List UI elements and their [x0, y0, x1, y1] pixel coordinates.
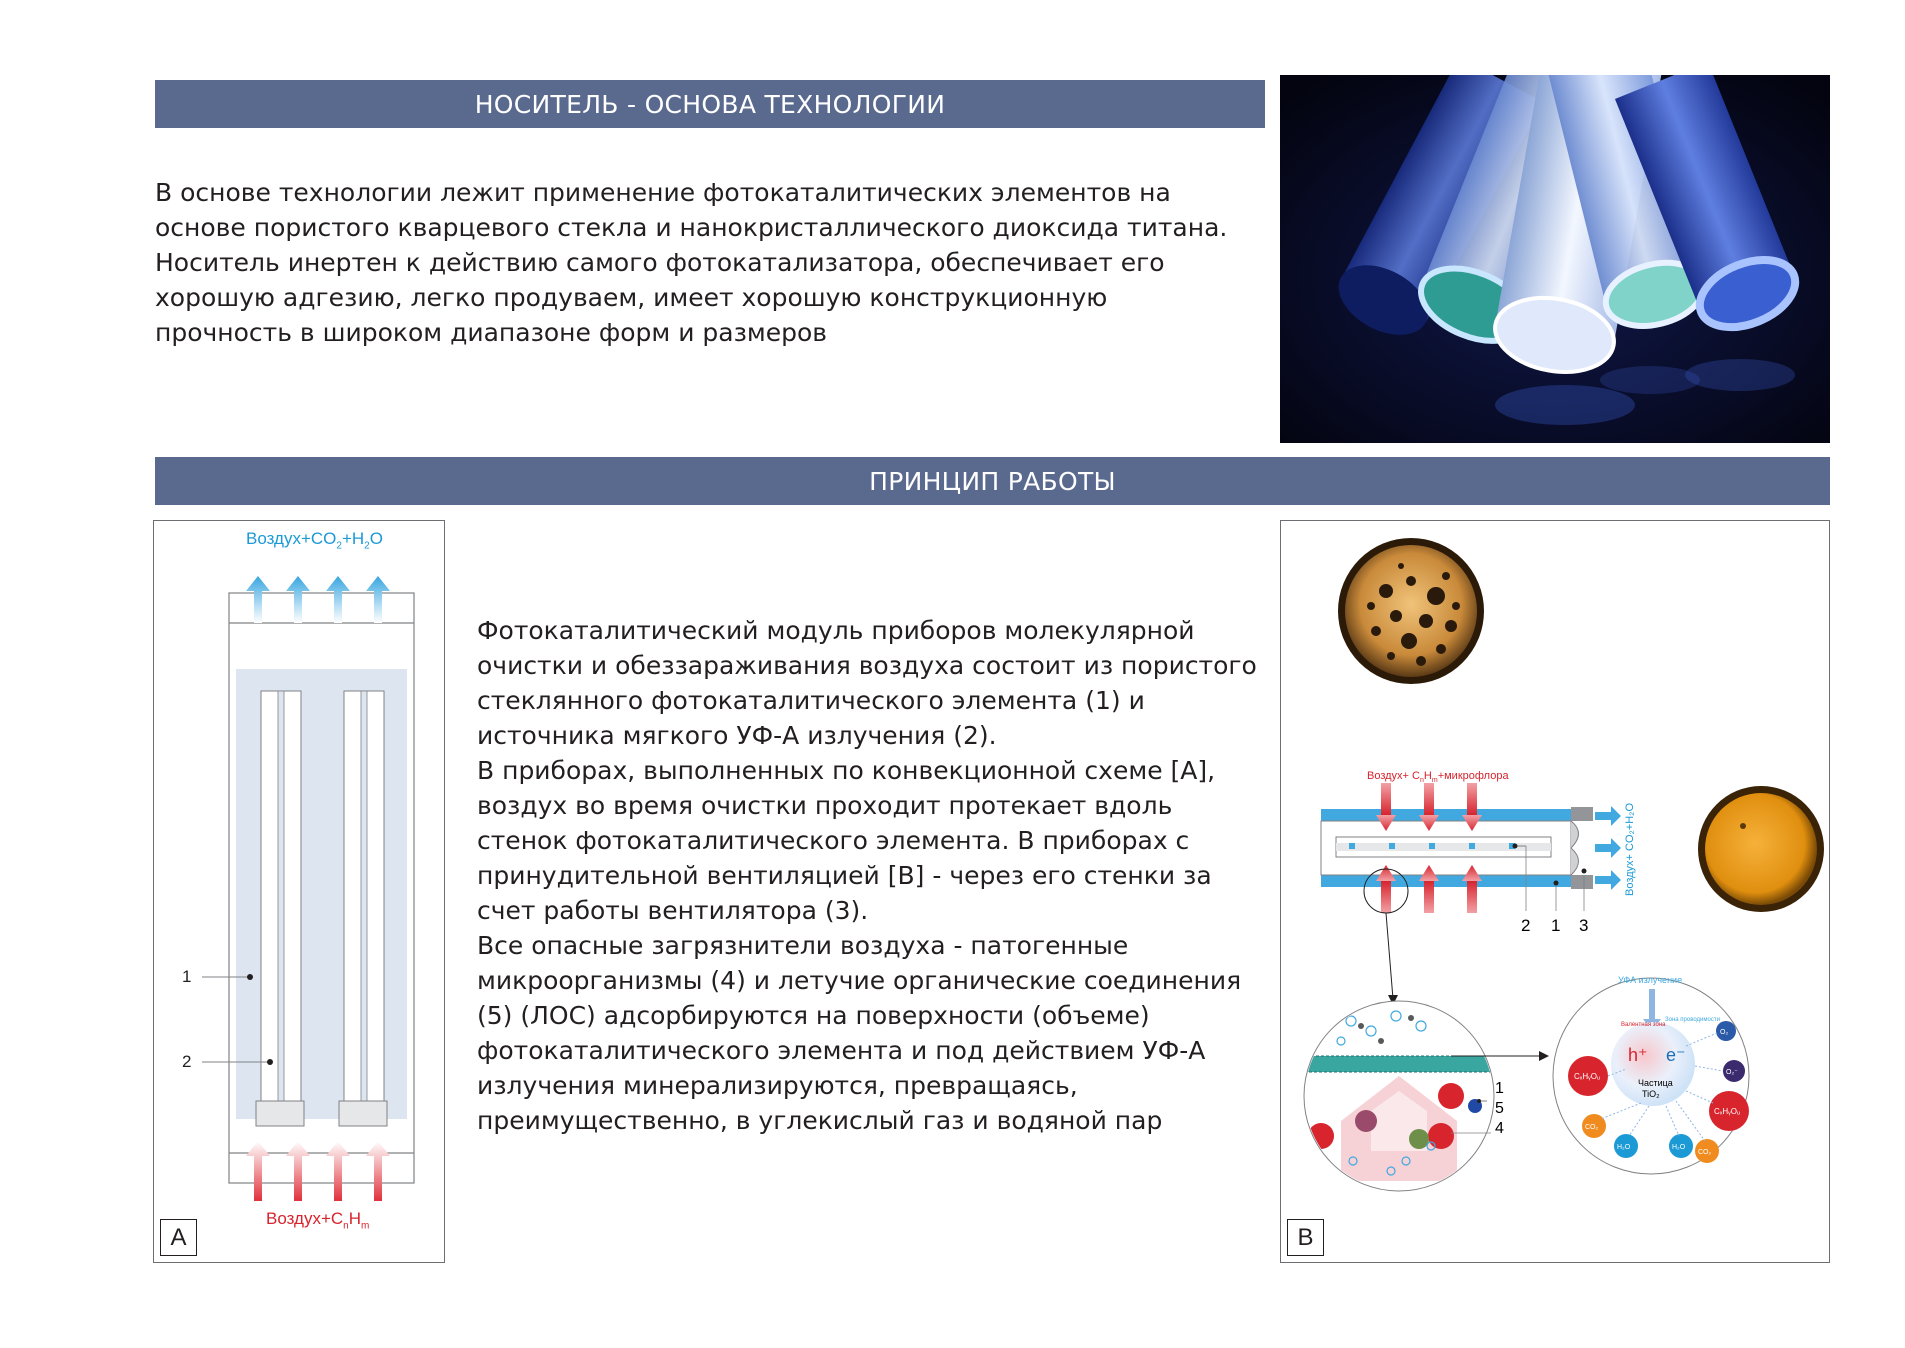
svg-text:H₂O: H₂O	[1672, 1144, 1686, 1151]
section-title-principle: ПРИНЦИП РАБОТЫ	[155, 457, 1830, 505]
part-number-2: 2	[182, 1052, 192, 1071]
porous-glass-tubes-photo	[1280, 75, 1830, 443]
section-title-principle-text: ПРИНЦИП РАБОТЫ	[869, 466, 1116, 496]
diagram-b-forced-ventilation: Воздух+ CnHm+микрофлора	[1280, 520, 1830, 1263]
svg-text:CO₂: CO₂	[1698, 1149, 1712, 1156]
tubes-illustration	[1280, 75, 1830, 443]
principle-paragraph: Фотокаталитический модуль приборов молек…	[477, 616, 1257, 1135]
svg-text:CₓHᵧOᵤ: CₓHᵧOᵤ	[1714, 1107, 1740, 1116]
inflow-caption: Воздух+CnHm	[266, 1209, 370, 1232]
section-title-carrier-text: НОСИТЕЛЬ - ОСНОВА ТЕХНОЛОГИИ	[474, 89, 946, 119]
diagram-a-drawing	[202, 576, 415, 1201]
diagram-b-drawing: Воздух+ CnHm+микрофлора	[1303, 538, 1824, 1192]
svg-text:e⁻: e⁻	[1666, 1045, 1686, 1065]
svg-text:УФА излучение: УФА излучение	[1618, 975, 1682, 985]
svg-text:4: 4	[1495, 1120, 1504, 1137]
section-title-carrier: НОСИТЕЛЬ - ОСНОВА ТЕХНОЛОГИИ	[155, 80, 1265, 128]
intro-paragraph: В основе технологии лежит применение фот…	[155, 178, 1228, 347]
svg-text:Частица: Частица	[1638, 1078, 1673, 1088]
svg-text:3: 3	[1579, 916, 1588, 935]
svg-text:Воздух+ CO₂+H₂O: Воздух+ CO₂+H₂O	[1624, 803, 1636, 896]
svg-text:Валентная зона: Валентная зона	[1621, 1022, 1666, 1028]
svg-text:h⁺: h⁺	[1628, 1045, 1648, 1065]
svg-text:H₂O: H₂O	[1617, 1144, 1631, 1151]
svg-text:1: 1	[1551, 916, 1560, 935]
svg-text:O₂⁻: O₂⁻	[1726, 1069, 1738, 1076]
svg-text:TiO₂: TiO₂	[1642, 1089, 1660, 1099]
diagram-b-label: B	[1287, 1219, 1324, 1256]
svg-text:Зона проводимости: Зона проводимости	[1665, 1017, 1720, 1023]
diagram-a-label: A	[160, 1219, 197, 1256]
svg-text:O₂: O₂	[1720, 1029, 1728, 1036]
svg-text:Воздух+ CnHm+микрофлора: Воздух+ CnHm+микрофлора	[1367, 770, 1509, 784]
svg-text:2: 2	[1521, 916, 1530, 935]
part-number-1: 1	[182, 967, 192, 986]
svg-text:1: 1	[1495, 1080, 1504, 1097]
svg-text:5: 5	[1495, 1100, 1504, 1117]
svg-text:CO₂: CO₂	[1585, 1124, 1599, 1131]
diagram-a-convection: Воздух+CO2+H2O Воздух+CnHm 1 2 A	[153, 520, 445, 1263]
outflow-caption: Воздух+CO2+H2O	[246, 529, 383, 552]
svg-text:CₓHᵧOᵤ: CₓHᵧOᵤ	[1574, 1072, 1600, 1081]
